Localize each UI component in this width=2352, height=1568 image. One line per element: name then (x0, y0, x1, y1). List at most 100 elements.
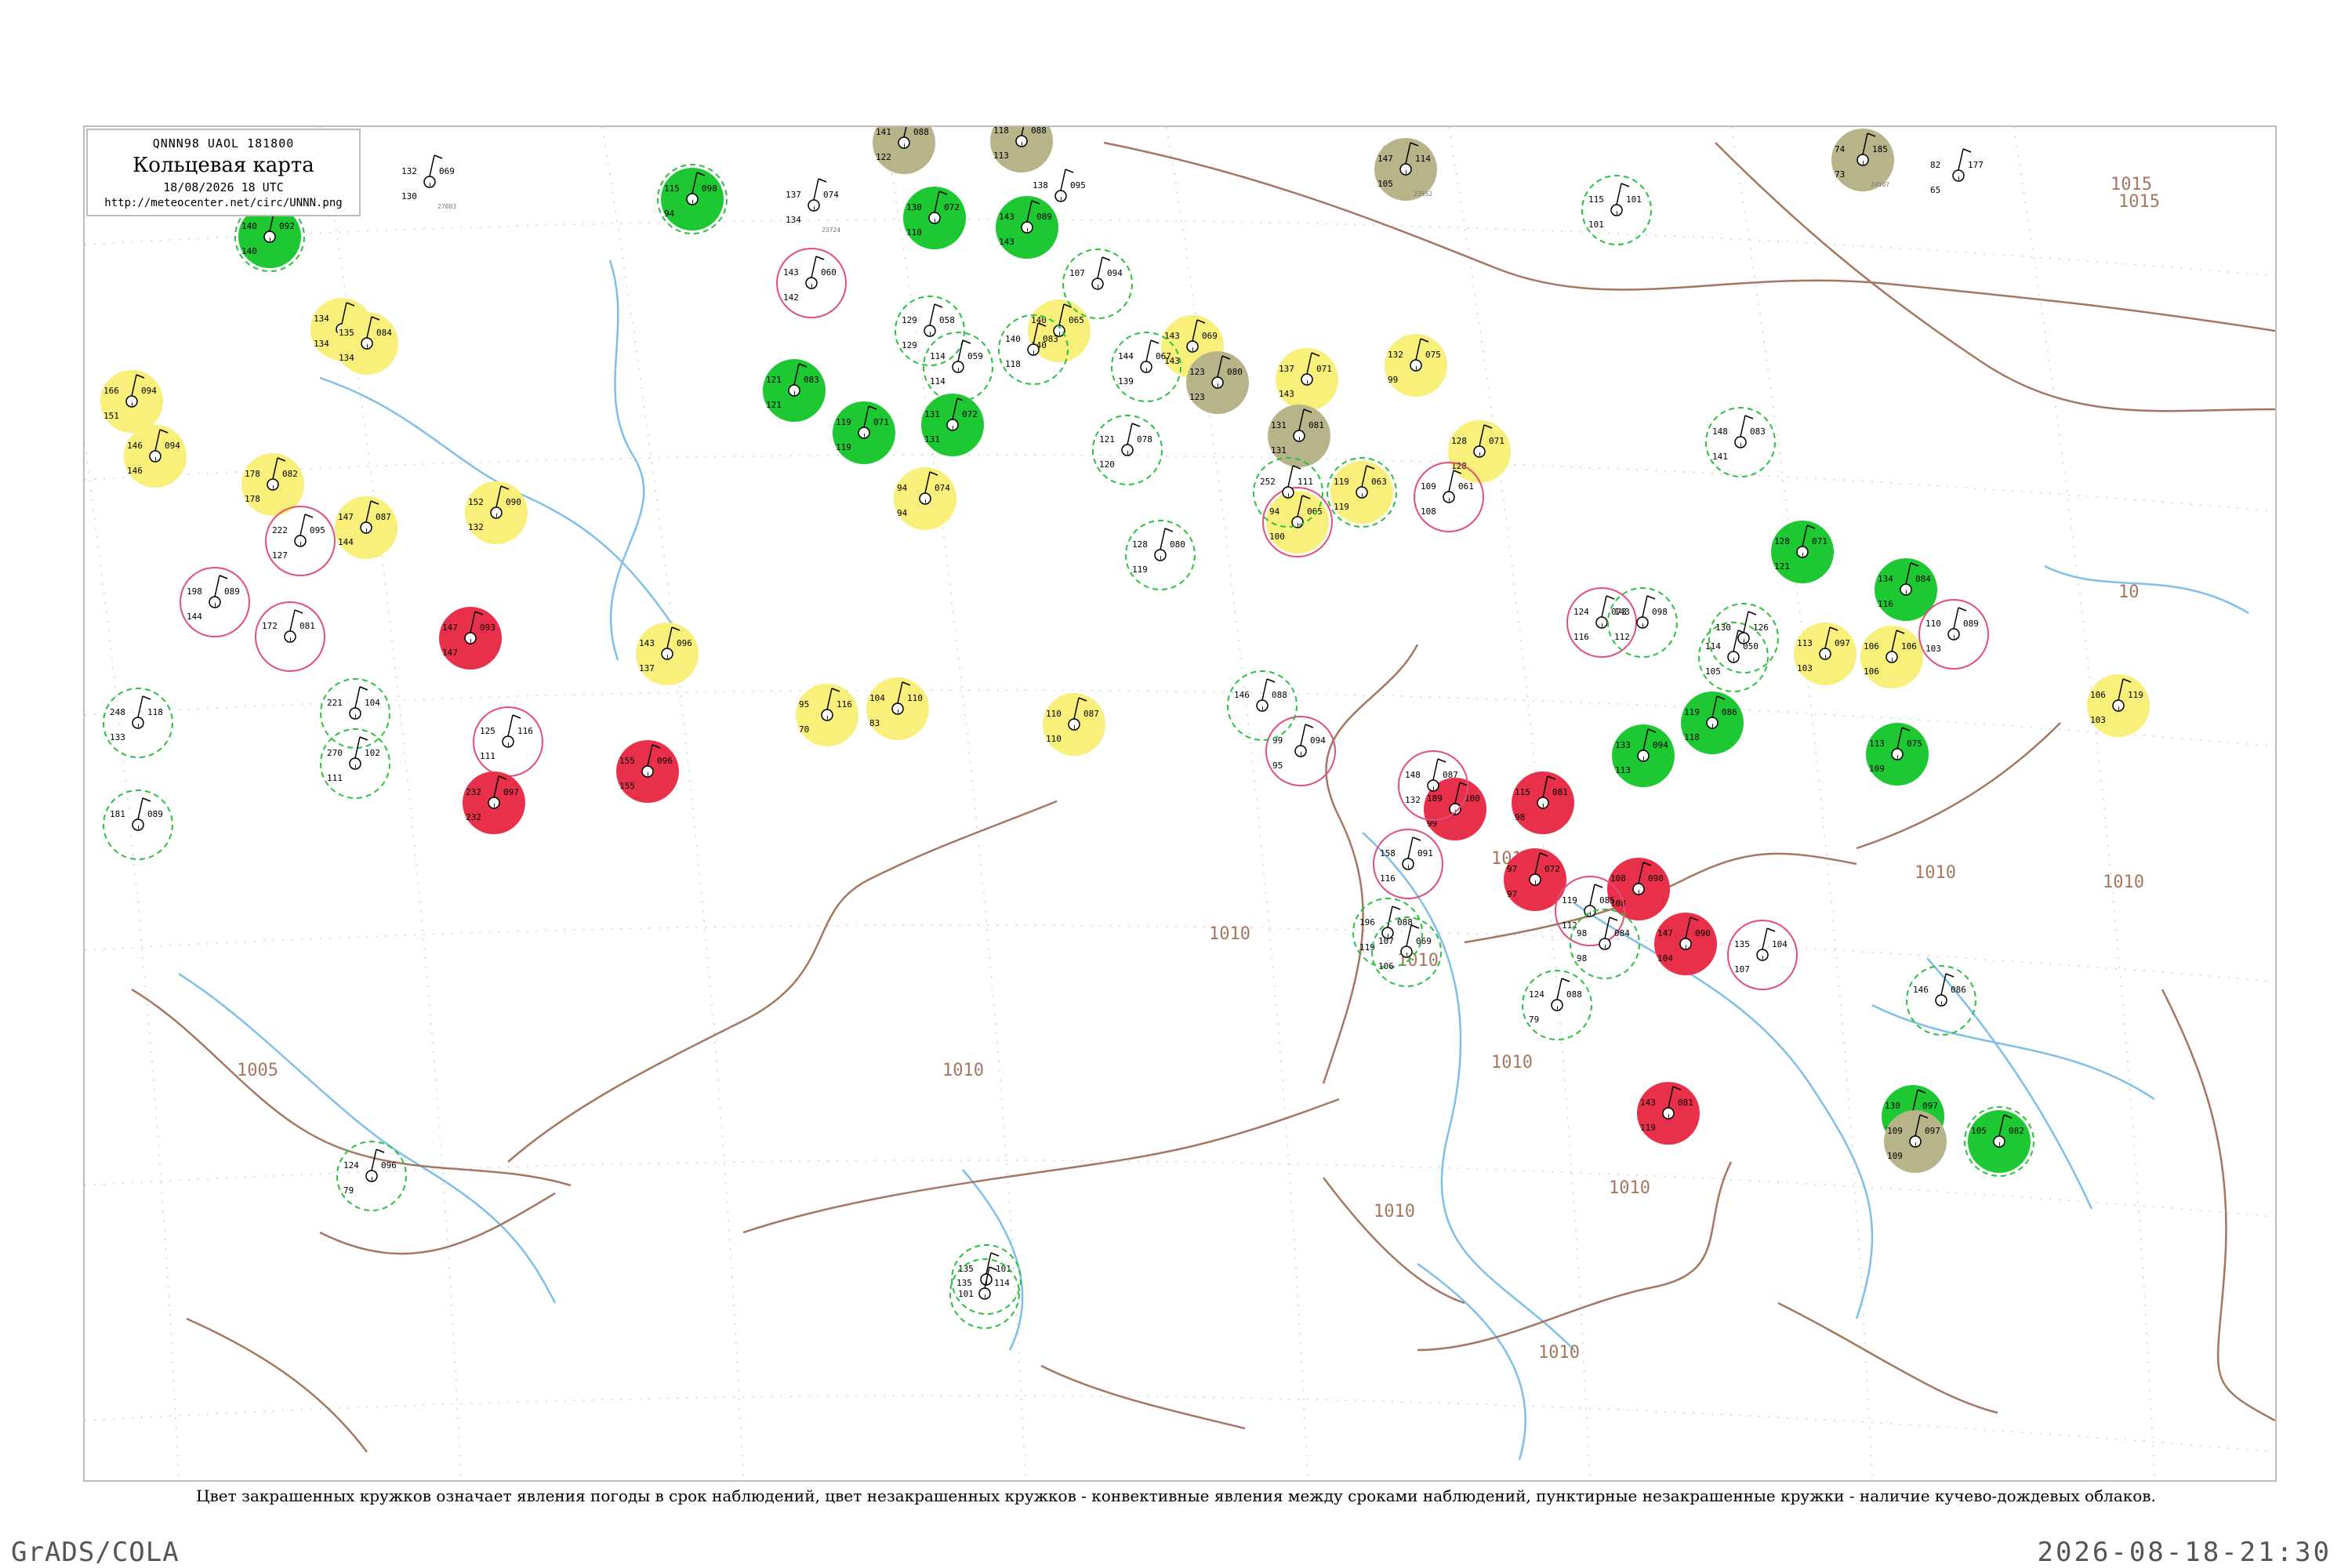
wind-barb-icon (1026, 200, 1033, 223)
convective-ring (1555, 876, 1625, 946)
station-pressure: 116 (837, 699, 852, 710)
station-temperature: 198 (187, 586, 202, 597)
station-pressure: 087 (1083, 709, 1099, 719)
cloud-cover-fill-icon (827, 710, 828, 720)
river-line (608, 260, 645, 661)
station-dewpoint: 94 (897, 508, 908, 518)
wind-barb-icon (1905, 562, 1911, 585)
map-title: Кольцевая карта (132, 154, 314, 177)
